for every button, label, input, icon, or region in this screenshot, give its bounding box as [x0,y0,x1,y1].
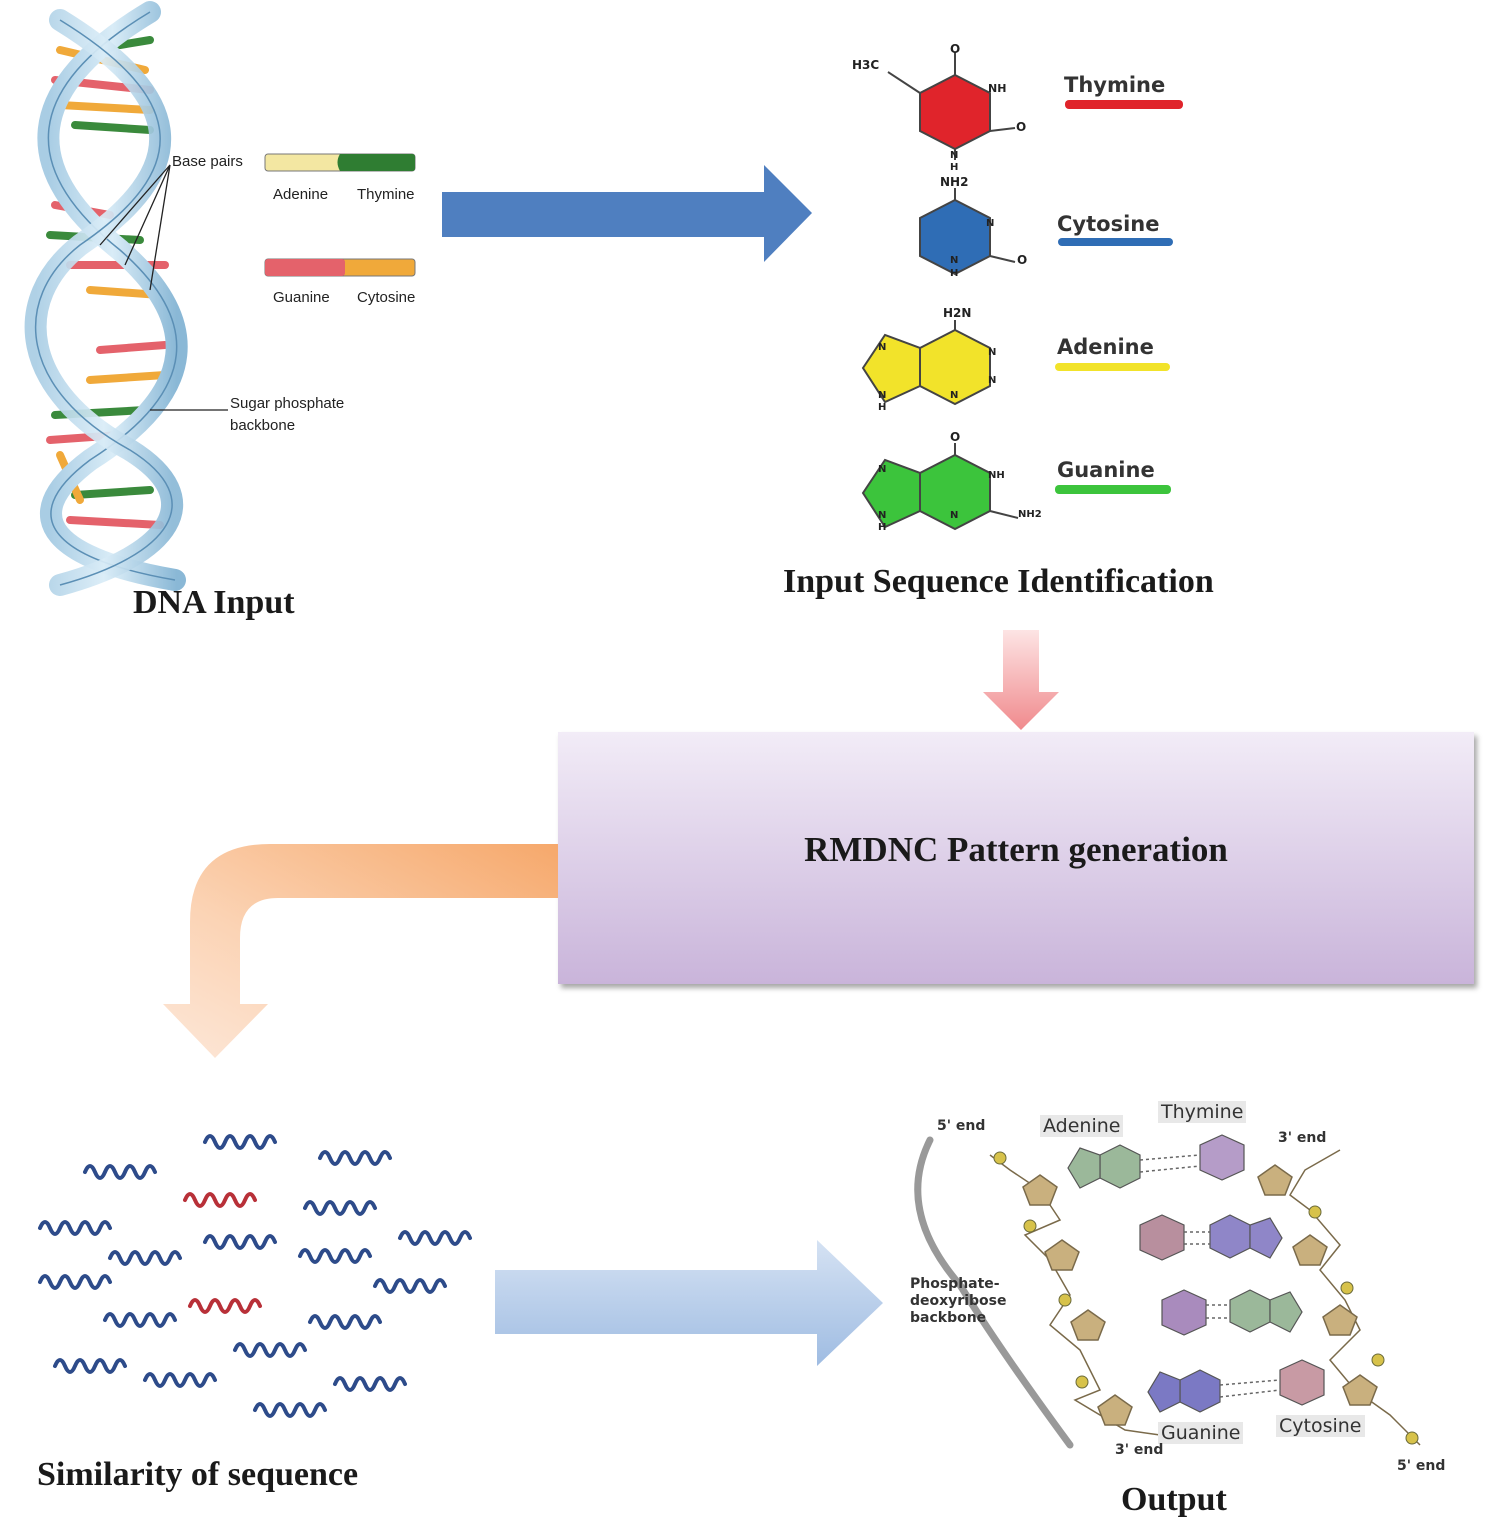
thymine-nh: NH [988,82,1007,95]
adenine-n4: N [878,342,887,353]
thymine-o-right: O [1016,120,1027,134]
arrow-down-pink [983,630,1059,730]
adenine-h: H [878,402,887,413]
guanine-h: H [878,522,887,533]
output-five-end-bottom: 5' end [1397,1458,1446,1474]
similarity-panel: Similarity of sequence [0,1120,490,1520]
arrow-right-1 [442,165,812,262]
adenine-n2: N [988,375,997,386]
output-three-end-top: 3' end [1278,1130,1327,1146]
adenine-n5: N [878,390,887,401]
thymine-h-bottom: H [950,162,959,173]
sequence-squiggles [38,1134,472,1418]
rmdnc-pattern-box: RMDNC Pattern generation [558,732,1474,984]
output-three-end-bottom: 3' end [1115,1442,1164,1458]
dna-structure-diagram [914,1134,1421,1449]
output-thymine-label: Thymine [1158,1101,1247,1123]
guanine-n1: N [878,464,887,475]
cytosine-n-bottom: N [950,255,959,266]
arrow-elbow-orange [163,844,558,1058]
output-panel: 5' end Adenine Thymine 3' end Phosphate-… [900,1100,1475,1525]
output-backbone-line2: deoxyribose [910,1293,1007,1309]
adenine-n1: N [988,347,997,358]
guanine-n3: N [878,510,887,521]
output-adenine-label: Adenine [1040,1115,1124,1137]
guanine-name: Guanine [1057,458,1155,482]
dna-input-caption: DNA Input [133,584,295,621]
legend-cytosine-label: Cytosine [357,289,416,306]
guanine-o-top: O [950,430,961,444]
arrow-right-2 [495,1240,883,1366]
thymine-h3c: H3C [852,58,880,72]
legend-adenine-label: Adenine [273,186,329,203]
output-backbone-line1: Phosphate- [910,1276,1000,1292]
guanine-n2: N [950,510,959,521]
adenine-n3: N [950,390,959,401]
base-pairs-label: Base pairs [172,153,243,170]
cytosine-nh2: NH2 [940,175,969,189]
similarity-caption: Similarity of sequence [37,1456,359,1493]
thymine-n-bottom: N [950,150,959,161]
guanine-nh: NH [988,470,1005,481]
cytosine-o-right: O [1017,253,1028,267]
cytosine-name: Cytosine [1057,212,1160,236]
output-caption: Output [1121,1481,1227,1518]
input-sequence-panel: H3C O NH O N H Thymine NH2 N O N H Cytos… [760,30,1320,610]
guanine-structure [861,443,1019,531]
output-five-end-top: 5' end [937,1118,986,1134]
rmdnc-caption: RMDNC Pattern generation [804,830,1228,869]
output-cytosine-label: Cytosine [1276,1415,1365,1437]
cytosine-structure [919,188,1016,276]
adenine-name: Adenine [1057,335,1154,359]
backbone-label-line1: Sugar phosphate [230,395,345,412]
guanine-nh2: NH2 [1018,509,1042,520]
cytosine-n-right: N [986,218,995,229]
nucleobase-structures [861,52,1183,531]
legend-guanine-label: Guanine [273,289,330,306]
legend-thymine-label: Thymine [357,186,415,203]
output-guanine-label: Guanine [1158,1422,1244,1444]
backbone-label-line2: backbone [230,417,296,434]
thymine-structure [887,52,1016,160]
thymine-name: Thymine [1064,73,1166,97]
dna-input-panel: Base pairs Adenine Thymine Guanine Cytos… [0,0,440,640]
dna-helix-illustration [24,1,416,596]
output-backbone-line3: backbone [910,1310,987,1326]
adenine-structure [861,320,991,406]
adenine-h2n: H2N [943,306,972,320]
cytosine-h-bottom: H [950,268,959,279]
input-sequence-caption: Input Sequence Identification [783,563,1214,600]
thymine-o-top: O [950,42,961,56]
